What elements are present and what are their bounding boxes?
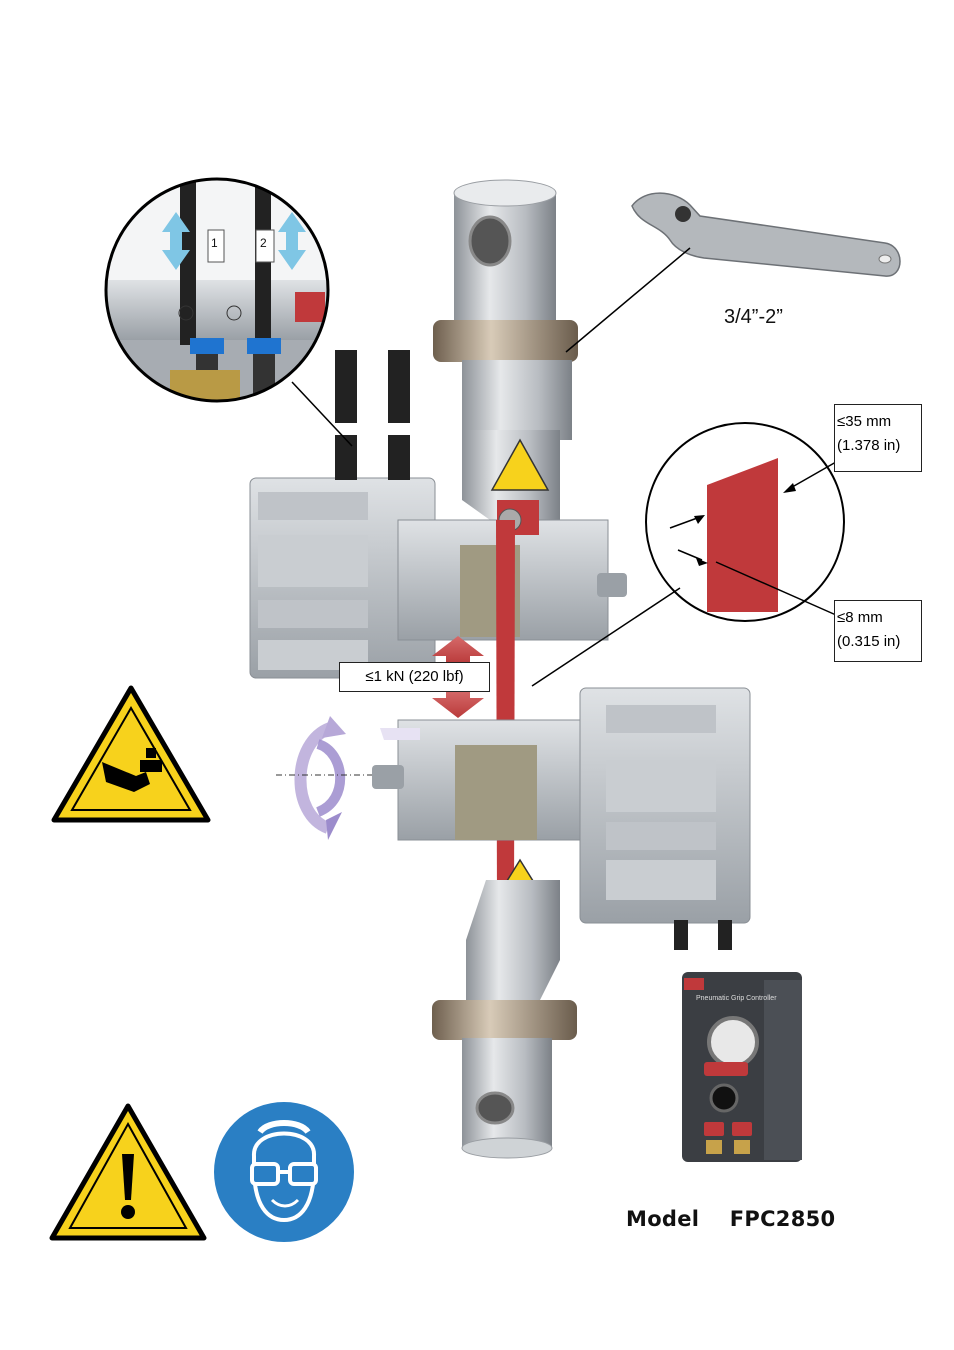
pneumatic-zoom-inset: [104, 177, 353, 447]
port-label-1: 1: [211, 236, 218, 250]
max-force-callout: ≤1 kN (220 lbf): [339, 662, 490, 692]
upper-warning-label: [490, 438, 550, 491]
rotation-arrow-icon: [276, 716, 420, 840]
specimen-width-imperial: (1.378 in): [837, 437, 901, 454]
hand-crush-warning-icon: [51, 685, 211, 823]
controller-device: Pneumatic Grip Controller: [682, 972, 802, 1162]
specimen-width-callout: ≤35 mm (1.378 in): [834, 404, 922, 472]
general-warning-icon: [49, 1103, 207, 1241]
specimen-thickness-metric: ≤8 mm: [837, 609, 883, 626]
wrench-size-label: 3/4”-2”: [724, 306, 783, 328]
upper-shaft: [433, 179, 578, 520]
eye-protection-icon: [210, 1098, 358, 1246]
lower-shaft: [432, 880, 577, 1159]
lower-grip: [372, 687, 751, 950]
wrench-icon: [565, 192, 901, 353]
model-label: Model FPC2850: [626, 1207, 836, 1231]
specimen-thickness-imperial: (0.315 in): [837, 633, 901, 650]
specimen-zoom-inset: [531, 422, 845, 687]
specimen: [496, 520, 515, 905]
specimen-thickness-callout: ≤8 mm (0.315 in): [834, 600, 922, 662]
controller-label: Pneumatic Grip Controller: [696, 995, 777, 1002]
specimen-width-metric: ≤35 mm: [837, 413, 892, 430]
force-arrows: [432, 636, 484, 718]
port-label-2: 2: [260, 236, 267, 250]
